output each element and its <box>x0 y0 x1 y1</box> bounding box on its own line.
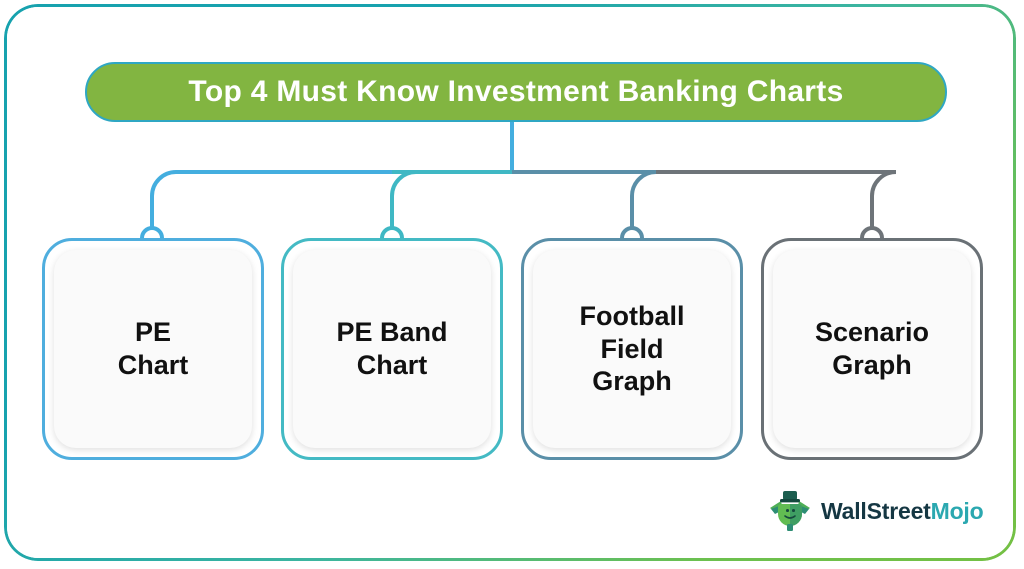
wallstreetmojo-wordmark: WallStreetMojo <box>821 497 984 524</box>
node-card-inner: PE Band Chart <box>293 250 491 448</box>
node-card-football-field-graph[interactable]: Football Field Graph <box>521 238 743 460</box>
node-card-inner: PE Chart <box>54 250 252 448</box>
drop-line-node-4 <box>870 170 897 227</box>
node-card-inner: Football Field Graph <box>533 250 731 448</box>
brand-name-part2: Mojo <box>930 497 984 524</box>
node-card-pe-band-chart[interactable]: PE Band Chart <box>281 238 503 460</box>
page-title: Top 4 Must Know Investment Banking Chart… <box>188 75 844 108</box>
drop-line-node-1 <box>150 170 177 227</box>
drop-line-node-3 <box>630 170 657 227</box>
node-card-scenario-graph[interactable]: Scenario Graph <box>761 238 983 460</box>
node-card-label: Scenario Graph <box>814 317 930 380</box>
brand-name-part1: WallStreet <box>821 497 931 524</box>
node-card-pe-chart[interactable]: PE Chart <box>42 238 264 460</box>
drop-line-node-2 <box>390 170 417 227</box>
page-title-banner: Top 4 Must Know Investment Banking Chart… <box>85 62 947 122</box>
node-card-inner: Scenario Graph <box>773 250 971 448</box>
node-card-label: PE Band Chart <box>336 317 448 380</box>
node-card-label: Football Field Graph <box>579 300 685 397</box>
wallstreetmojo-logo: WallStreetMojo <box>768 490 984 532</box>
node-card-label: PE Chart <box>117 317 189 380</box>
wallstreetmojo-mascot-icon <box>770 491 810 531</box>
